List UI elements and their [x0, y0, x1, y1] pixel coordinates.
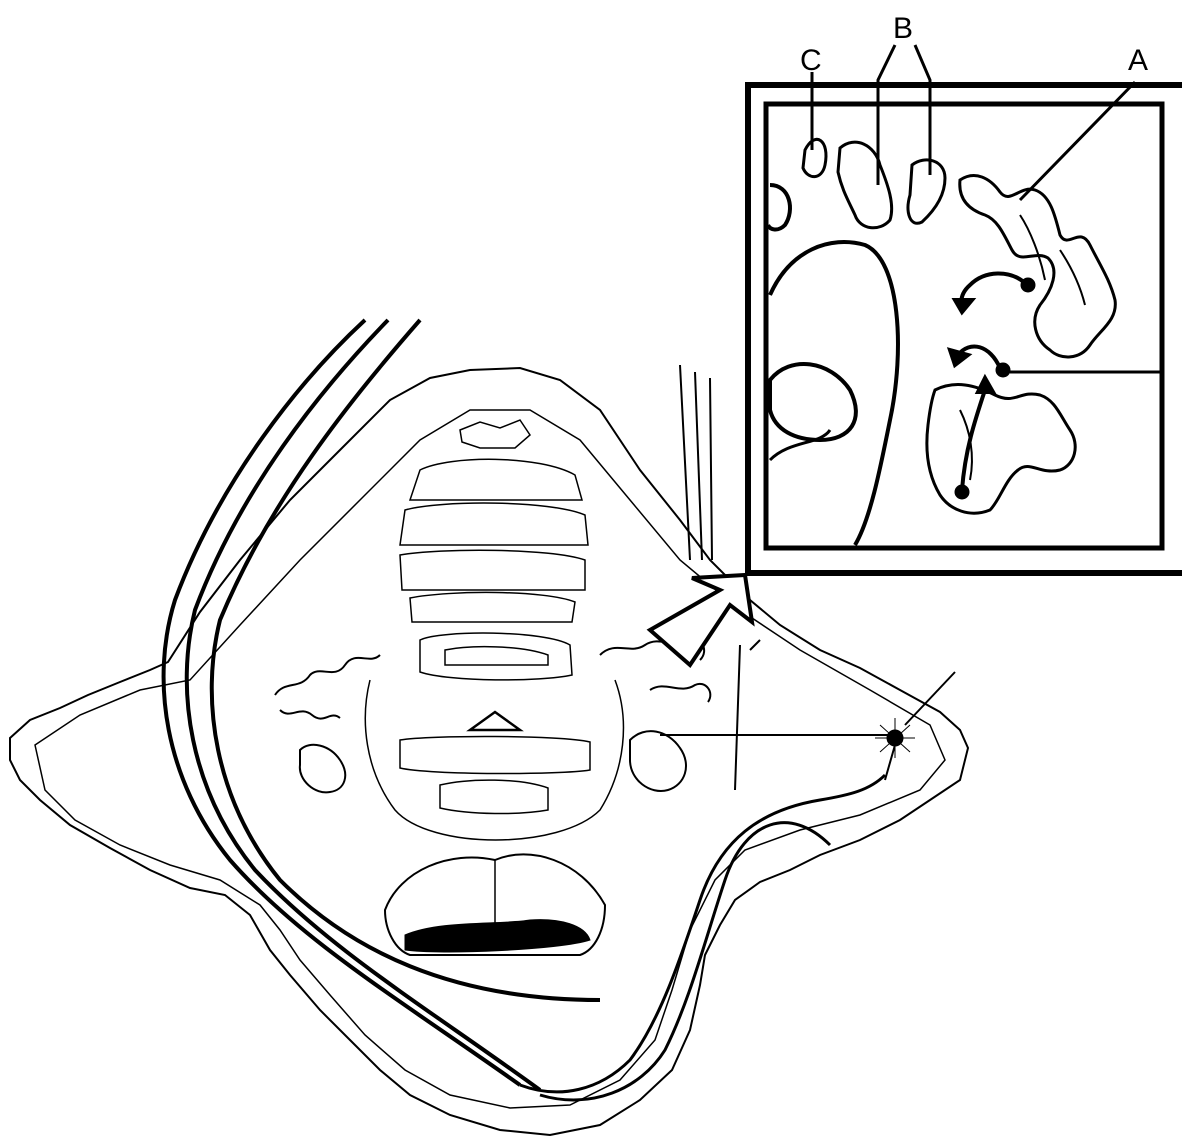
label-a: A	[1128, 44, 1148, 77]
fourth-ventricle-triangle	[470, 712, 520, 730]
ganglion-fiber	[885, 745, 895, 780]
zoom-pointer-arrow	[650, 575, 752, 665]
medulla-inner-band	[400, 736, 590, 773]
inset-left-ring	[768, 185, 790, 230]
inset-large-curve	[770, 242, 898, 545]
vermis-lamina-1	[410, 459, 582, 500]
left-nucleus-squiggle-1	[275, 655, 380, 695]
inset-dot-1	[1021, 278, 1035, 292]
right-nucleus-blob	[630, 731, 686, 791]
pons-outline	[365, 680, 623, 840]
inset-divider-line	[1010, 372, 1162, 548]
inset-arrowhead-1	[955, 300, 972, 312]
fourth-ventricle-upper	[420, 633, 572, 680]
vertical-stem-lines	[680, 365, 712, 560]
inset-structure-a-folia	[960, 176, 1116, 357]
nerve-tract-1	[164, 320, 520, 1085]
left-nucleus-blob	[300, 745, 345, 793]
nerve-tract-inner-loop-2	[540, 823, 830, 1100]
inset-panel	[748, 85, 1182, 573]
central-structures	[365, 420, 623, 840]
vermis-lamina-4	[410, 592, 575, 622]
inset-lower-folia	[927, 385, 1075, 514]
inset-dot-2	[996, 363, 1010, 377]
inset-arrowhead-3	[978, 378, 993, 392]
ganglion-lead-line	[905, 672, 955, 725]
lateral-nuclei	[275, 639, 710, 792]
inset-left-loop	[770, 364, 856, 440]
inset-arrowhead-2	[950, 350, 968, 365]
inset-dot-3	[955, 485, 969, 499]
ganglion-cluster	[875, 672, 955, 780]
inset-structure-b-right	[908, 160, 945, 223]
left-nucleus-squiggle-2	[280, 710, 340, 719]
ventricle-inner-1	[445, 647, 548, 665]
label-c: C	[800, 44, 822, 77]
inset-structure-b-left	[838, 142, 892, 228]
tract-to-ganglion	[660, 640, 895, 790]
nerve-tract-3	[212, 320, 600, 1000]
vermis-lamina-2	[400, 503, 588, 545]
inner-tissue-border	[35, 410, 945, 1108]
outer-tissue-border	[10, 368, 968, 1135]
vermis-lamina-3	[400, 550, 585, 590]
leader-b-right	[915, 45, 930, 175]
pyramidal-region	[385, 854, 605, 955]
olive-region	[440, 780, 548, 813]
leader-a	[1020, 82, 1135, 200]
nerve-tract-bundle	[164, 320, 885, 1100]
inset-outer-frame	[748, 85, 1182, 573]
section-outline	[10, 368, 968, 1135]
pyramid-dark-band	[405, 920, 590, 952]
inset-left-inner-curve	[770, 430, 830, 460]
inset-structure-c	[803, 139, 826, 176]
inset-curved-arrow-3	[962, 390, 985, 490]
label-b: B	[893, 12, 913, 45]
right-nucleus-squiggle-2	[650, 684, 710, 702]
pointer-group	[650, 365, 895, 790]
vermis-top-lobe	[460, 420, 530, 448]
ganglion-rays	[875, 718, 915, 758]
